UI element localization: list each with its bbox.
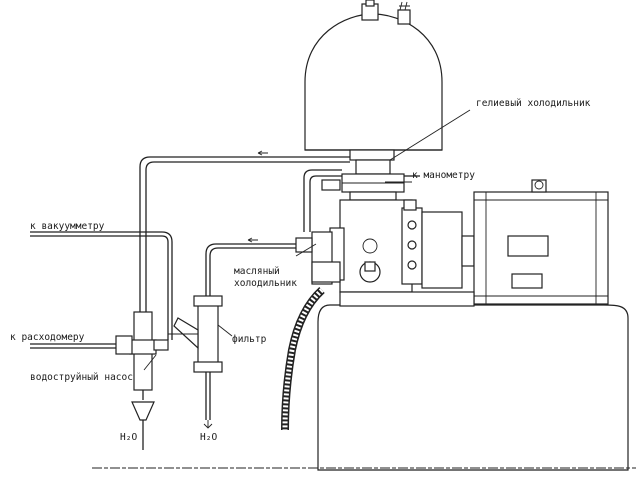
filter-label: фильтр [232, 334, 267, 345]
flowmeter-label: к расходомеру [10, 332, 85, 343]
dome-fittings [361, 0, 411, 25]
flexible-hose [281, 287, 325, 431]
filter-feed-pipe [205, 237, 296, 300]
helium-cooler-label: гелиевый холодильник [476, 98, 591, 109]
oil-cooler-label-line1: масляный [234, 266, 280, 277]
helium-cooler-leader [389, 109, 471, 161]
water-label-right: H₂O [200, 432, 217, 443]
base-cabinet [317, 291, 629, 471]
vacuum-gauge-label: к вакуумметру [30, 221, 105, 232]
water-jet-pump [30, 311, 169, 400]
electric-motor [473, 179, 609, 305]
drain-funnel [131, 401, 155, 450]
helium-vessel-dome [304, 13, 443, 151]
compressor-feed-pipe [303, 169, 342, 232]
dome-neck [341, 149, 405, 201]
compressor-coupling [401, 199, 475, 289]
filter-unit [168, 295, 233, 429]
return-pipe [139, 150, 350, 320]
compressor-block [295, 199, 413, 293]
water-jet-pump-label: водоструйный насос [30, 372, 133, 383]
manometer-label: к манометру [412, 170, 475, 181]
oil-cooler-leader [295, 243, 317, 257]
vacuum-gauge-line [30, 231, 173, 340]
water-label-left: H₂O [120, 432, 137, 443]
oil-cooler-label-line2: холодильник [234, 278, 297, 289]
